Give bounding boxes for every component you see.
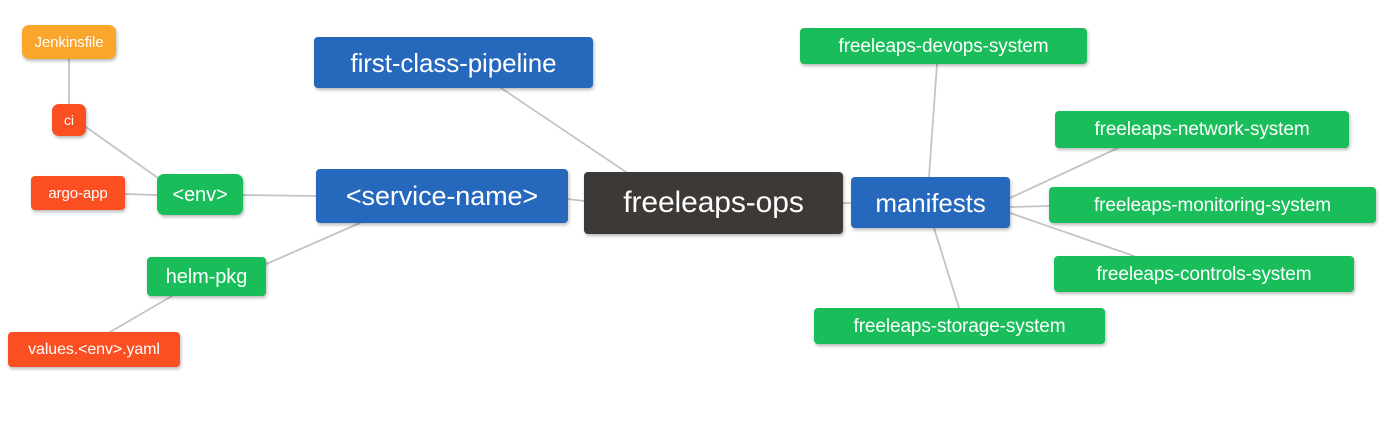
node-devops-system[interactable]: freeleaps-devops-system xyxy=(800,28,1087,64)
node-argo-app[interactable]: argo-app xyxy=(31,176,125,210)
edge-manifests-to-devops-system xyxy=(928,63,938,178)
node-ci[interactable]: ci xyxy=(52,104,86,136)
edge-first-class-to-freeleaps-ops xyxy=(500,87,627,173)
node-first-class[interactable]: first-class-pipeline xyxy=(314,37,593,88)
node-monitoring-system[interactable]: freeleaps-monitoring-system xyxy=(1049,187,1376,223)
edge-service-name-to-helm-pkg xyxy=(263,222,361,266)
edge-env-to-service-name xyxy=(242,194,317,197)
node-freeleaps-ops[interactable]: freeleaps-ops xyxy=(584,172,843,234)
edge-manifests-to-monitoring-system xyxy=(1009,205,1050,208)
edge-manifests-to-storage-system xyxy=(933,227,960,309)
edge-argo-app-to-env xyxy=(124,193,158,196)
node-jenkinsfile[interactable]: Jenkinsfile xyxy=(22,25,116,59)
node-helm-pkg[interactable]: helm-pkg xyxy=(147,257,266,296)
node-network-system[interactable]: freeleaps-network-system xyxy=(1055,111,1349,148)
edge-ci-to-env xyxy=(85,126,159,179)
node-storage-system[interactable]: freeleaps-storage-system xyxy=(814,308,1105,344)
node-env[interactable]: <env> xyxy=(157,174,243,215)
edge-helm-pkg-to-values-yaml xyxy=(109,295,173,333)
edge-service-name-to-freeleaps-ops xyxy=(567,198,585,202)
node-manifests[interactable]: manifests xyxy=(851,177,1010,228)
node-service-name[interactable]: <service-name> xyxy=(316,169,568,223)
node-controls-system[interactable]: freeleaps-controls-system xyxy=(1054,256,1354,292)
node-values-yaml[interactable]: values.<env>.yaml xyxy=(8,332,180,367)
